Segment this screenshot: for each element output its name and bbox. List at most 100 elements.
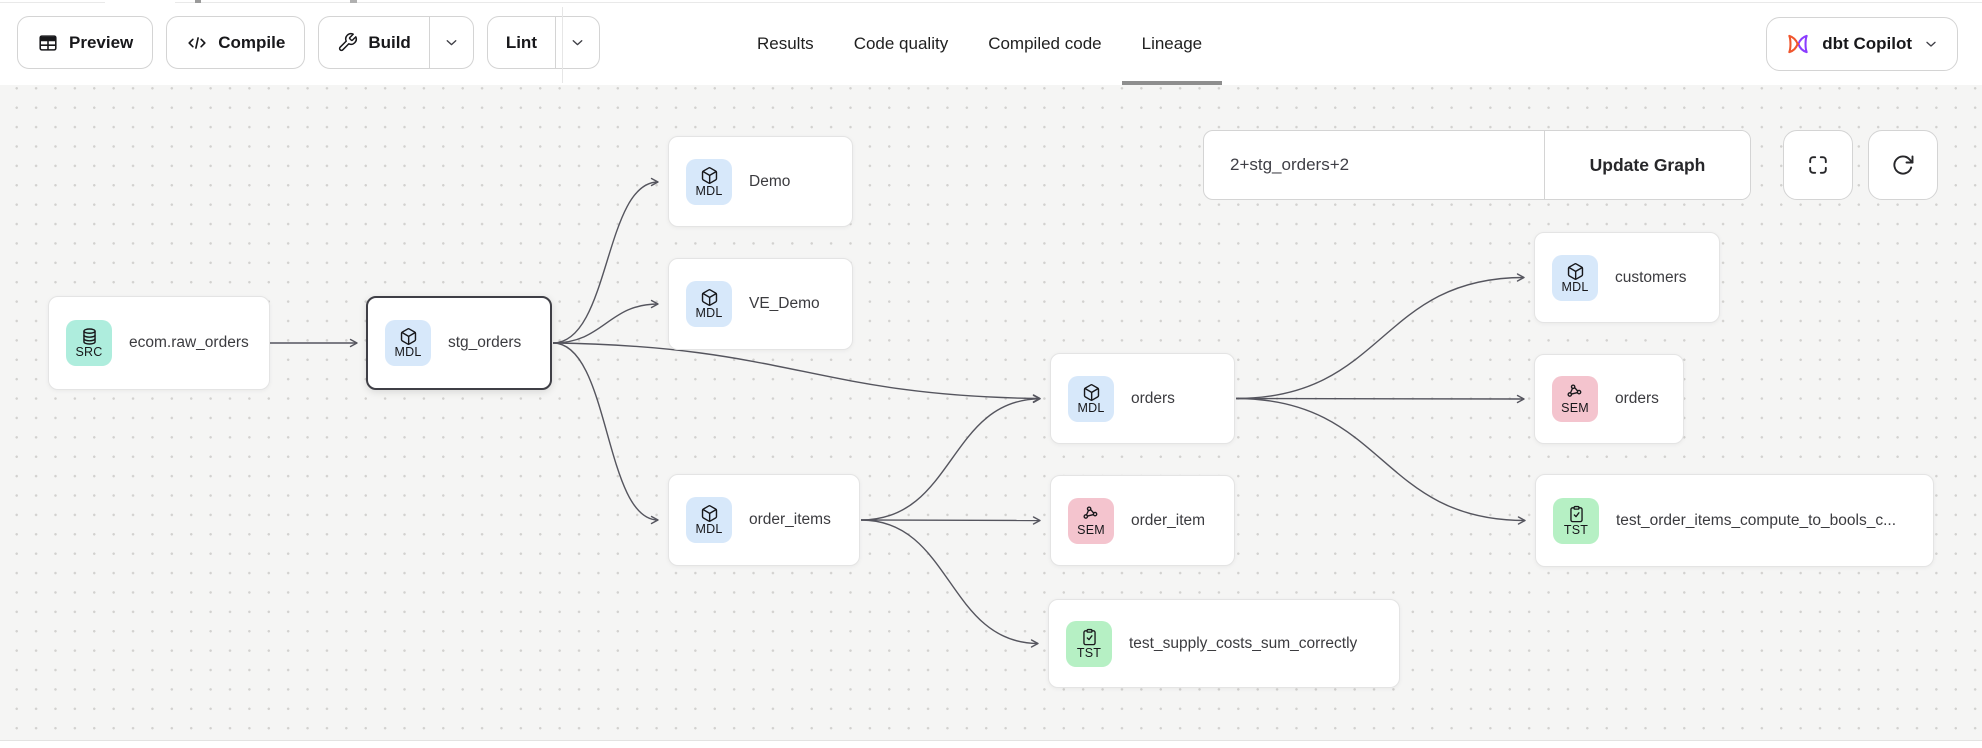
top-artifact — [350, 0, 357, 3]
node-label: test_supply_costs_sum_correctly — [1129, 634, 1358, 652]
test-clipboard-icon — [1082, 628, 1096, 645]
model-badge: MDL — [1068, 375, 1114, 422]
badge-label: MDL — [1077, 400, 1105, 415]
tab-compiled-code-label: Compiled code — [988, 34, 1102, 53]
toolbar: Preview Compile Build — [17, 16, 600, 69]
badge-label: MDL — [1561, 279, 1589, 294]
node-label: VE_Demo — [749, 295, 820, 312]
build-dropdown-button[interactable] — [428, 17, 473, 68]
badge-label: SEM — [1561, 401, 1589, 415]
node-label: order_items — [749, 511, 831, 528]
lineage-node-order-items[interactable]: MDL order_items — [668, 474, 860, 566]
lint-button[interactable]: Lint — [488, 17, 555, 68]
lineage-selector-input[interactable] — [1204, 131, 1544, 199]
edge — [860, 516, 1041, 525]
dbt-copilot-button[interactable]: dbt Copilot — [1766, 17, 1958, 71]
semantic-badge: SEM — [1068, 497, 1114, 544]
fullscreen-button[interactable] — [1783, 130, 1853, 200]
lineage-node-ecom-raw-orders[interactable]: SRC ecom.raw_orders — [48, 296, 270, 390]
lineage-node-customers[interactable]: MDL customers — [1534, 232, 1720, 323]
table-icon — [39, 34, 57, 51]
model-badge: MDL — [686, 158, 732, 205]
edge — [860, 394, 1041, 521]
source-badge: SRC — [66, 320, 112, 366]
top-hairline — [0, 2, 1982, 3]
results-tabs: Results Code quality Compiled code Linea… — [737, 3, 1222, 85]
lineage-node-orders-model[interactable]: MDL orders — [1050, 353, 1235, 444]
test-badge: TST — [1066, 620, 1112, 667]
dbt-copilot-label: dbt Copilot — [1822, 34, 1912, 53]
tab-compiled-code[interactable]: Compiled code — [968, 3, 1121, 85]
model-badge: MDL — [686, 281, 732, 327]
edge — [552, 342, 1041, 403]
semantic-model-icon — [1566, 384, 1581, 397]
model-cube-icon — [400, 328, 416, 345]
badge-label: TST — [1076, 645, 1102, 660]
build-button-label: Build — [368, 32, 411, 52]
top-artifact — [195, 0, 201, 3]
lineage-node-ve-demo[interactable]: MDL VE_Demo — [668, 258, 853, 350]
lint-button-label: Lint — [505, 32, 537, 52]
build-button-group: Build — [318, 16, 474, 69]
node-label: customers — [1615, 268, 1687, 286]
test-clipboard-icon — [1569, 505, 1583, 522]
badge-label: MDL — [695, 183, 723, 198]
lineage-node-test-supply-costs[interactable]: TST test_supply_costs_sum_correctly — [1048, 599, 1400, 688]
lineage-node-stg-orders[interactable]: MDL stg_orders — [366, 296, 552, 390]
node-label: stg_orders — [448, 334, 522, 351]
chevron-down-icon — [572, 40, 583, 46]
lineage-node-demo[interactable]: MDL Demo — [668, 136, 853, 227]
lineage-selector-panel: Update Graph — [1203, 130, 1751, 200]
model-cube-icon — [701, 289, 717, 306]
node-label: test_order_items_compute_to_bools_c... — [1616, 511, 1897, 529]
badge-label: SEM — [1077, 522, 1105, 537]
toolbar-tabs-divider — [562, 7, 563, 83]
refresh-button[interactable] — [1868, 130, 1938, 200]
database-icon — [82, 328, 96, 345]
tab-code-quality[interactable]: Code quality — [834, 3, 969, 85]
model-badge: MDL — [385, 320, 431, 366]
badge-label: MDL — [695, 522, 723, 536]
badge-label: TST — [1563, 522, 1589, 537]
compile-button[interactable]: Compile — [166, 16, 306, 69]
dbt-copilot-icon — [1788, 34, 1808, 54]
edge — [1235, 394, 1525, 404]
node-label: ecom.raw_orders — [129, 334, 249, 351]
lineage-node-orders-semantic[interactable]: SEM orders — [1534, 354, 1684, 444]
update-graph-button[interactable]: Update Graph — [1544, 131, 1750, 199]
edge — [860, 519, 1039, 648]
edge — [552, 342, 659, 525]
model-badge: MDL — [686, 497, 732, 543]
build-button[interactable]: Build — [319, 17, 429, 68]
model-cube-icon — [1567, 262, 1583, 280]
node-label: orders — [1615, 390, 1659, 407]
badge-label: SRC — [75, 345, 103, 359]
tab-results[interactable]: Results — [737, 3, 834, 85]
tab-lineage[interactable]: Lineage — [1121, 3, 1223, 85]
model-cube-icon — [701, 505, 717, 522]
bottom-edge — [0, 740, 1982, 748]
preview-button[interactable]: Preview — [17, 16, 154, 69]
model-cube-icon — [701, 166, 717, 184]
tab-results-label: Results — [757, 34, 814, 53]
wrench-icon — [339, 33, 358, 52]
code-icon — [188, 36, 206, 49]
tab-lineage-label: Lineage — [1141, 34, 1203, 53]
edge — [1235, 397, 1526, 525]
lineage-node-order-item-semantic[interactable]: SEM order_item — [1050, 475, 1235, 566]
model-cube-icon — [1083, 383, 1099, 401]
model-badge: MDL — [1552, 254, 1598, 301]
node-label: order_item — [1131, 511, 1206, 529]
node-label: orders — [1131, 389, 1175, 407]
lineage-node-test-order-items[interactable]: TST test_order_items_compute_to_bools_c.… — [1535, 474, 1934, 567]
edge — [1235, 273, 1525, 400]
node-label: Demo — [749, 172, 791, 190]
lineage-canvas[interactable]: SRC ecom.raw_orders MDL stg_orders — [0, 85, 1982, 740]
test-badge: TST — [1553, 497, 1599, 544]
lint-dropdown-button[interactable] — [554, 17, 599, 68]
window-top-edge — [0, 0, 1982, 3]
semantic-badge: SEM — [1552, 376, 1598, 422]
lint-button-group: Lint — [486, 16, 600, 69]
chevron-down-icon — [446, 40, 457, 46]
